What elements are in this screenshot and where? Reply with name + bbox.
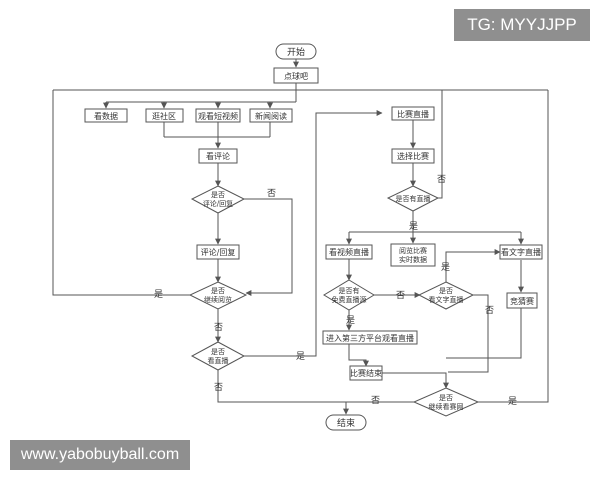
edge-label-no: 否 [371, 395, 380, 406]
third-party-label: 进入第三方平台观看直播 [326, 333, 414, 343]
community-box [145, 108, 184, 123]
decision-free-video [323, 279, 375, 311]
edge-label-no: 否 [437, 174, 446, 185]
edge-label-no: 否 [214, 322, 223, 333]
news-box [249, 108, 293, 123]
decision-watch-live-line2: 看直播 [208, 356, 229, 365]
decision-continue-browse-line1: 是否 [211, 287, 225, 295]
end-terminal [325, 414, 367, 431]
click-label: 点球吧 [284, 71, 308, 81]
decision-continue-watch [412, 387, 480, 417]
realtime-data-box [390, 243, 436, 267]
decision-watch-live-line1: 是否 [211, 348, 225, 356]
decision-comment-reply-line1: 是否 [211, 191, 225, 199]
view-data-box [84, 108, 128, 123]
edge-label-yes: 是 [154, 289, 163, 300]
short-video-label: 观看短视频 [198, 111, 238, 121]
comment-reply-label: 评论/回复 [201, 247, 236, 257]
video-live-box [325, 244, 373, 260]
decision-text-live-line2: 看文字直播 [429, 295, 464, 304]
match-live-label: 比赛直播 [397, 109, 429, 119]
choose-match-box [391, 148, 435, 164]
edge-label-no: 否 [214, 382, 223, 393]
decision-free-video-line2: 免费直播源 [332, 295, 367, 304]
decision-comment-reply-line2: 评论/回复 [203, 199, 233, 208]
video-live-label: 看视频直播 [329, 247, 369, 257]
view-data-label: 看数据 [94, 111, 118, 121]
edge-label-no: 否 [485, 305, 494, 316]
decision-continue-browse [188, 281, 248, 310]
guessing-label: 竞猜赛 [510, 296, 534, 306]
edge-label-no: 否 [267, 188, 276, 199]
match-end-label: 比赛结束 [350, 368, 382, 378]
decision-watch-live [190, 341, 246, 371]
edge-label-yes: 是 [441, 262, 450, 273]
realtime-data-line1: 阅览比赛 [399, 246, 427, 255]
third-party-box [322, 330, 418, 345]
flowchart-nodes: 开始 点球吧 看数据 逛社区 观看短视频 新闻阅读 看评论 是否 评论/回复 评… [84, 43, 543, 431]
match-live-box [391, 106, 435, 121]
decision-has-live-label: 是否有直播 [396, 194, 431, 203]
decision-continue-browse-line2: 继续阅览 [204, 295, 232, 304]
decision-comment-reply [190, 185, 246, 214]
short-video-box [195, 108, 241, 123]
edge-label-yes: 是 [508, 396, 517, 407]
view-comments-box [198, 148, 238, 164]
community-label: 逛社区 [152, 111, 176, 121]
decision-continue-watch-line1: 是否 [439, 394, 453, 402]
choose-match-label: 选择比赛 [397, 151, 429, 161]
watermark-top-right: TG: MYYJJPP [454, 9, 590, 41]
news-label: 新闻阅读 [255, 111, 287, 121]
decision-text-live-line1: 是否 [439, 287, 453, 295]
watermark-bottom-left: www.yabobuyball.com [10, 440, 190, 470]
match-end-box [349, 365, 383, 381]
decision-text-live [417, 281, 475, 310]
edge-label-yes: 是 [346, 315, 355, 326]
edge-label-yes: 是 [409, 221, 418, 232]
start-terminal [275, 43, 317, 60]
edge-labels: 否 是 否 是 否 否 是 否 是 否 是 否 是 [154, 174, 517, 407]
decision-has-live [386, 185, 440, 212]
start-label: 开始 [287, 46, 305, 58]
edge-label-yes: 是 [296, 351, 305, 362]
text-live-label: 看文字直播 [501, 247, 541, 257]
view-comments-label: 看评论 [206, 151, 230, 161]
text-live-box [499, 244, 543, 260]
end-label: 结束 [337, 417, 355, 429]
decision-free-video-line1: 是否有 [339, 286, 360, 295]
click-box [273, 67, 319, 84]
comment-reply-box [196, 244, 240, 260]
guessing-box [506, 292, 538, 309]
connector-lines [52, 59, 549, 415]
decision-continue-watch-line2: 继续看赛网 [429, 402, 464, 411]
realtime-data-line2: 实时数据 [399, 255, 427, 264]
edge-label-no: 否 [396, 290, 405, 301]
